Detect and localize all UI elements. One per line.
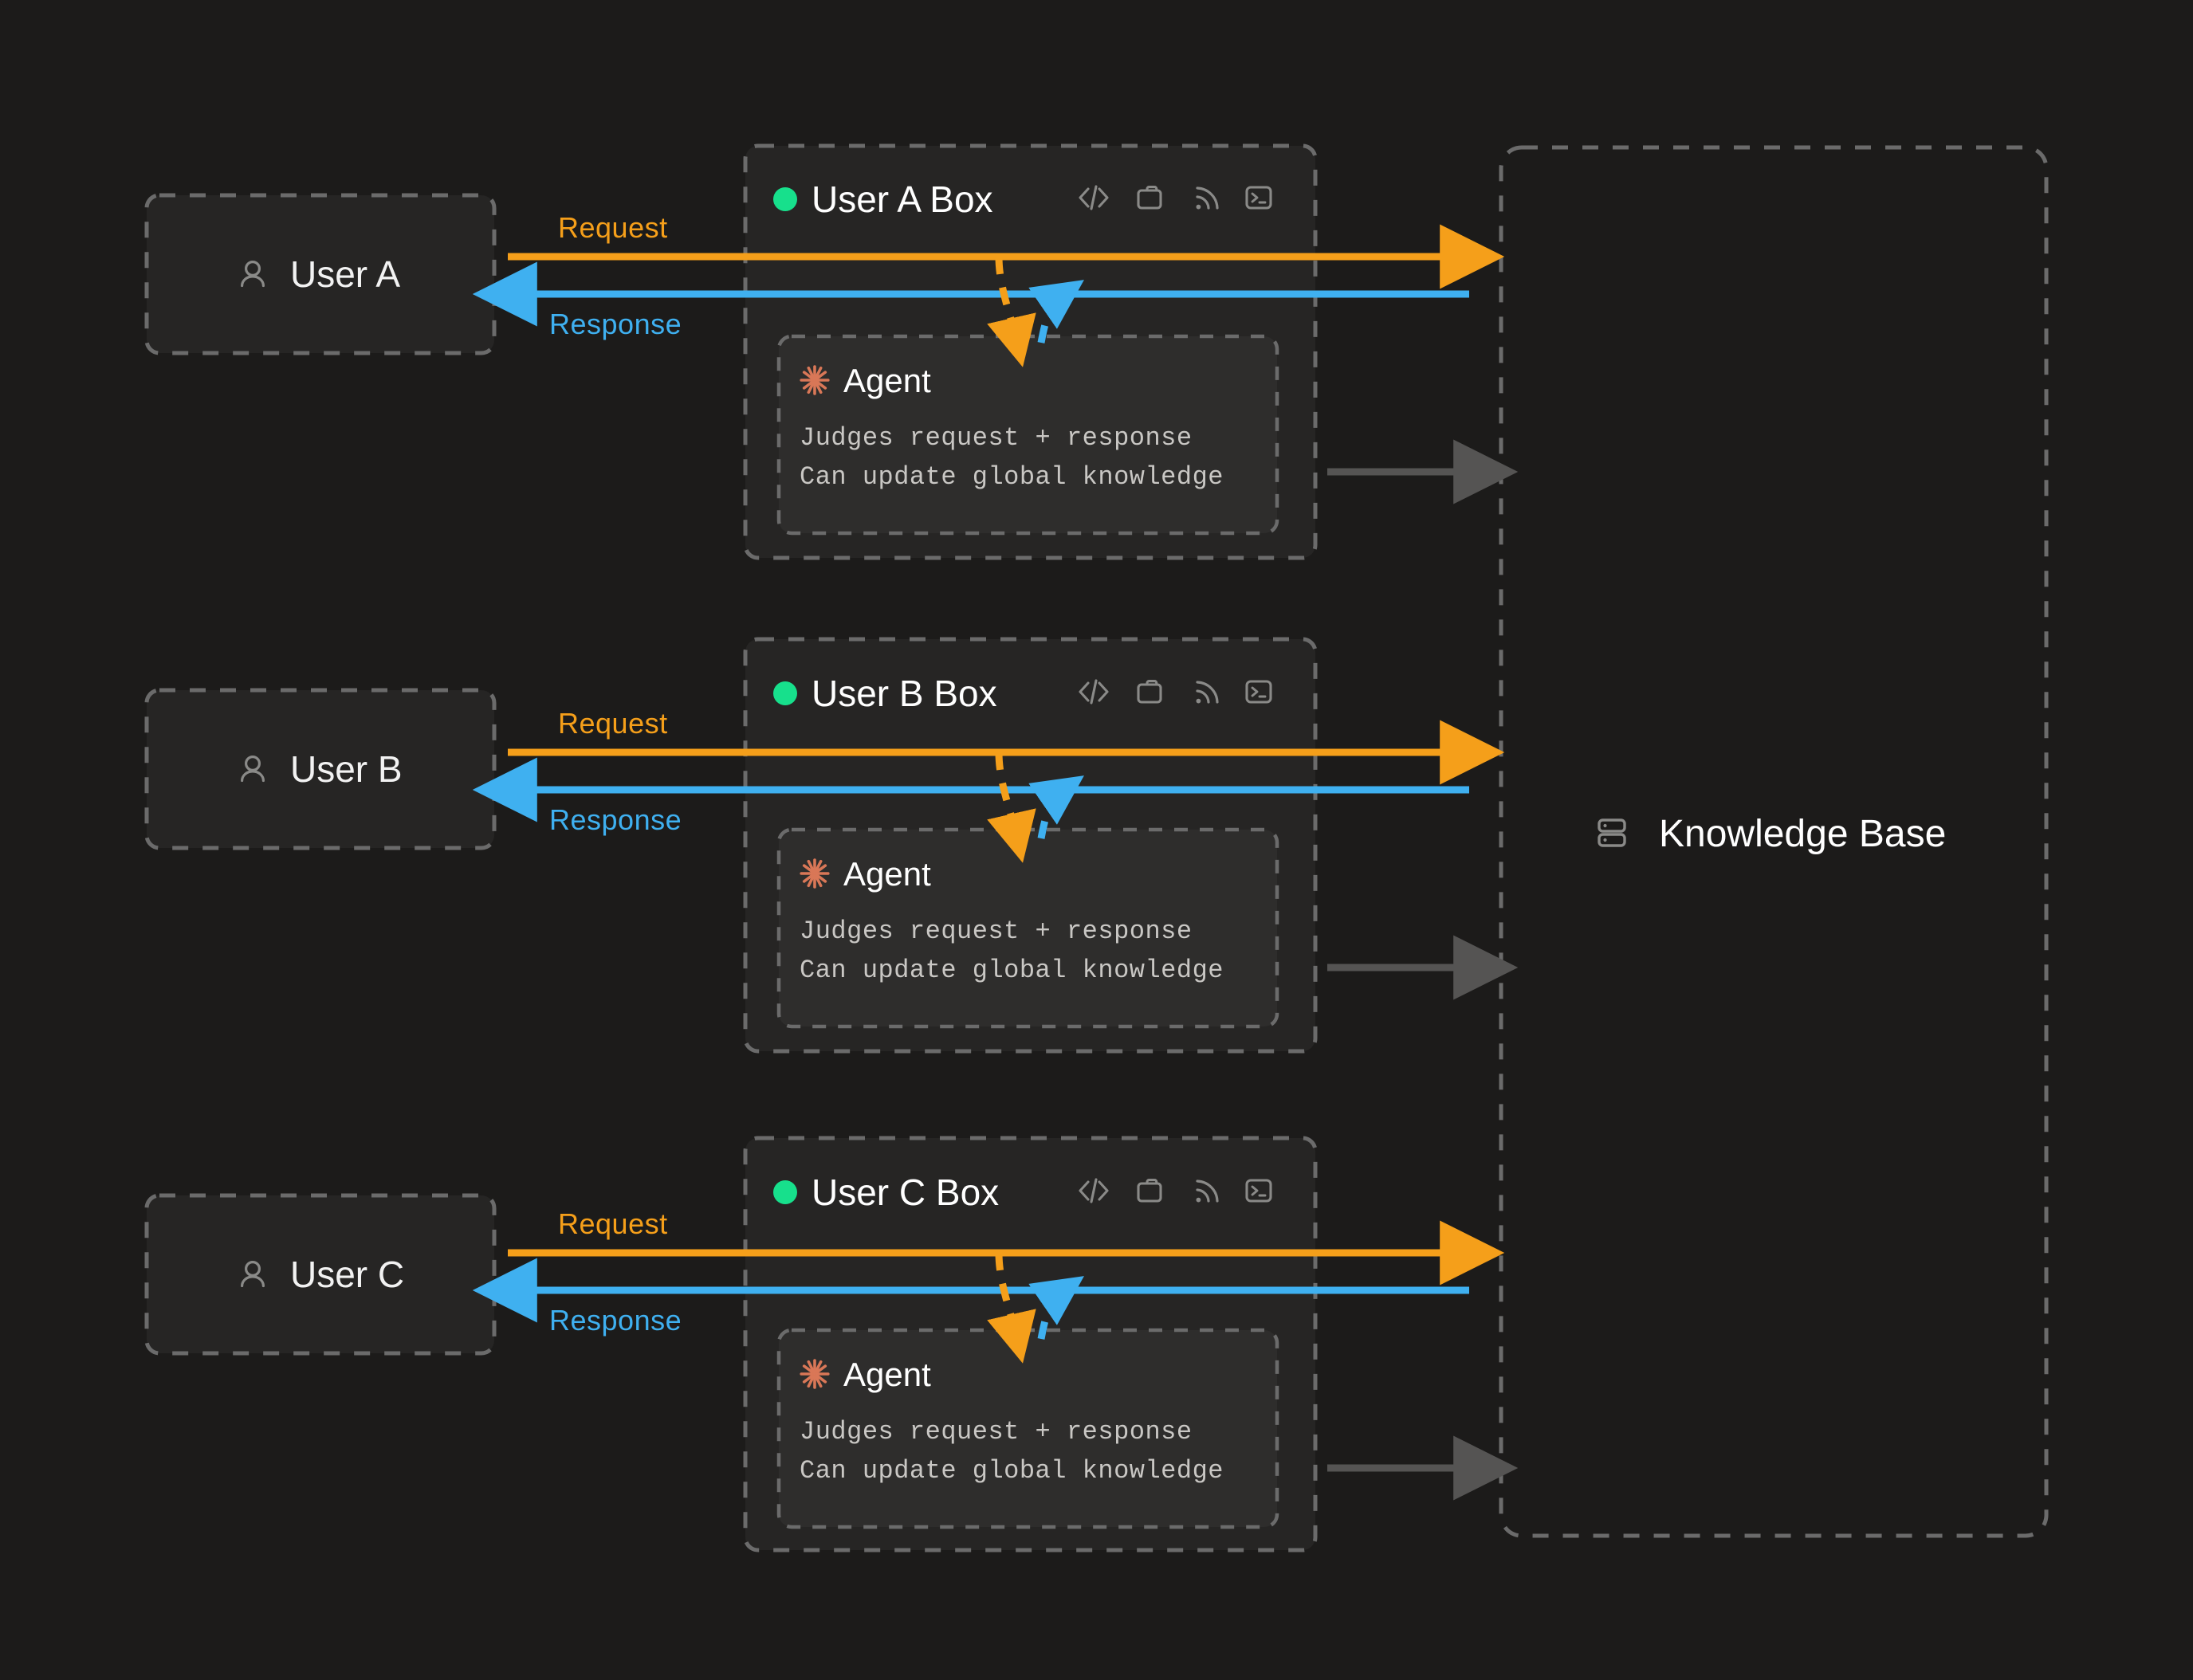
- agent-line-2-a: Can update global knowledge: [800, 462, 1224, 492]
- request-label-a: Request: [558, 211, 668, 244]
- knowledge-base-label: Knowledge Base: [1659, 813, 1946, 855]
- knowledge-base-container[interactable]: [1499, 145, 2049, 1538]
- agent-title-b: Agent: [843, 855, 931, 893]
- box-title-a: User A Box: [812, 179, 993, 220]
- agent-line-1-b: Judges request + response: [800, 917, 1193, 946]
- response-label-c: Response: [549, 1304, 682, 1337]
- user-label-b: User B: [290, 748, 403, 790]
- agent-title-c: Agent: [843, 1356, 931, 1393]
- response-label-b: Response: [549, 803, 682, 836]
- agent-line-1-a: Judges request + response: [800, 423, 1193, 453]
- agent-title-a: Agent: [843, 362, 931, 399]
- request-branch-a: [987, 256, 1036, 367]
- agent-line-2-c: Can update global knowledge: [800, 1456, 1224, 1486]
- status-dot-b: [773, 681, 797, 705]
- request-branch-b: [987, 752, 1036, 863]
- user-label-a: User A: [290, 253, 400, 295]
- request-branch-c: [987, 1252, 1036, 1364]
- box-title-b: User B Box: [812, 673, 997, 714]
- response-branch-a: [1028, 280, 1084, 343]
- response-branch-b: [1028, 775, 1084, 839]
- response-branch-c: [1028, 1276, 1084, 1340]
- status-dot-a: [773, 187, 797, 211]
- user-label-c: User C: [290, 1254, 404, 1295]
- request-label-b: Request: [558, 707, 668, 740]
- agent-line-1-c: Judges request + response: [800, 1417, 1193, 1446]
- request-label-c: Request: [558, 1207, 668, 1240]
- response-label-a: Response: [549, 308, 682, 340]
- database-icon: [1598, 818, 1626, 847]
- box-title-c: User C Box: [812, 1172, 999, 1213]
- agent-line-2-b: Can update global knowledge: [800, 956, 1224, 985]
- status-dot-c: [773, 1180, 797, 1204]
